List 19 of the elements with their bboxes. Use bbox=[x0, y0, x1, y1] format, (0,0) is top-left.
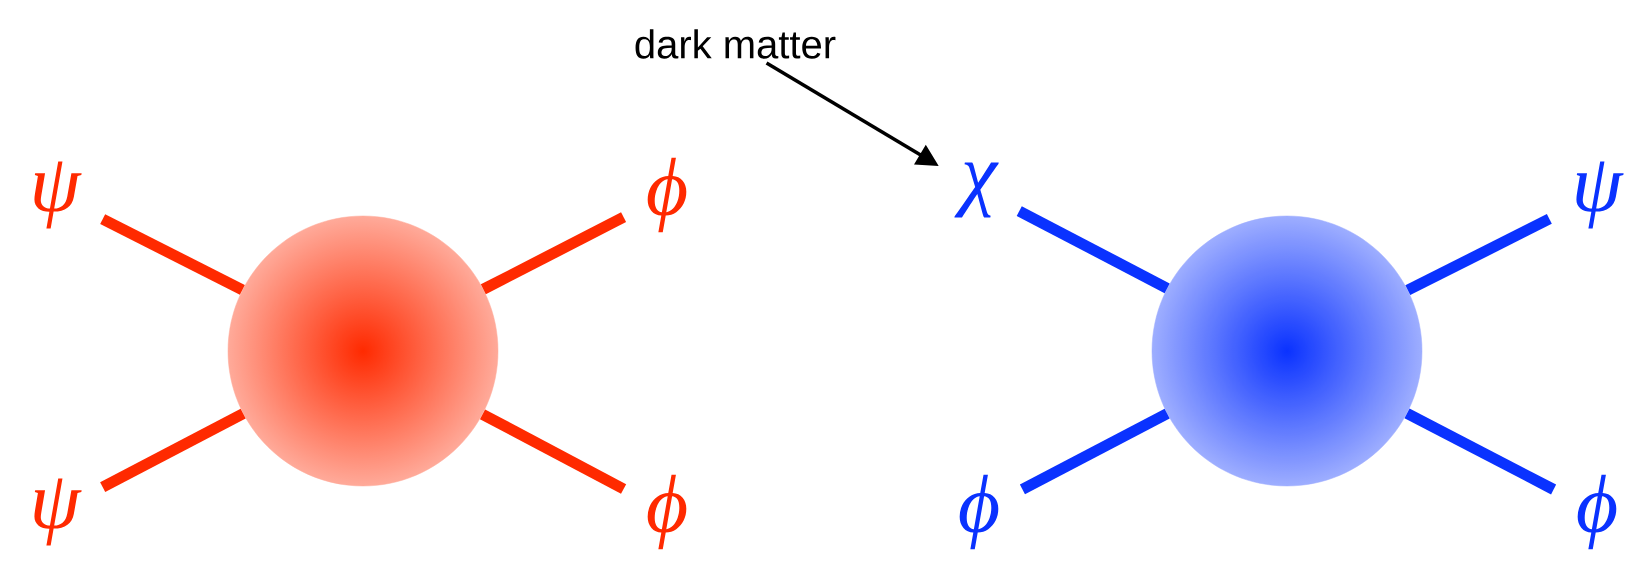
circle-shape bbox=[1151, 215, 1423, 487]
connector-line bbox=[1405, 214, 1552, 296]
symbol-label: ϕ bbox=[647, 157, 687, 233]
symbol-label: ϕ bbox=[1577, 474, 1617, 550]
symbol-label: ψ bbox=[1576, 161, 1624, 229]
connector-line bbox=[480, 212, 627, 295]
connector-line bbox=[1019, 408, 1170, 495]
symbol-label: ϕ bbox=[959, 474, 999, 550]
connector-line bbox=[479, 409, 627, 494]
circle-shape bbox=[227, 215, 499, 487]
callout-label: dark matter bbox=[635, 29, 836, 59]
symbol-label: ψ bbox=[34, 478, 82, 546]
symbol-label: ϕ bbox=[647, 474, 687, 550]
symbol-label: χ bbox=[954, 162, 999, 218]
connector-line bbox=[100, 214, 245, 295]
symbol-label: ψ bbox=[34, 161, 82, 229]
connector-line bbox=[100, 408, 246, 492]
connector-line bbox=[1016, 206, 1170, 294]
connector-line bbox=[1404, 408, 1557, 495]
